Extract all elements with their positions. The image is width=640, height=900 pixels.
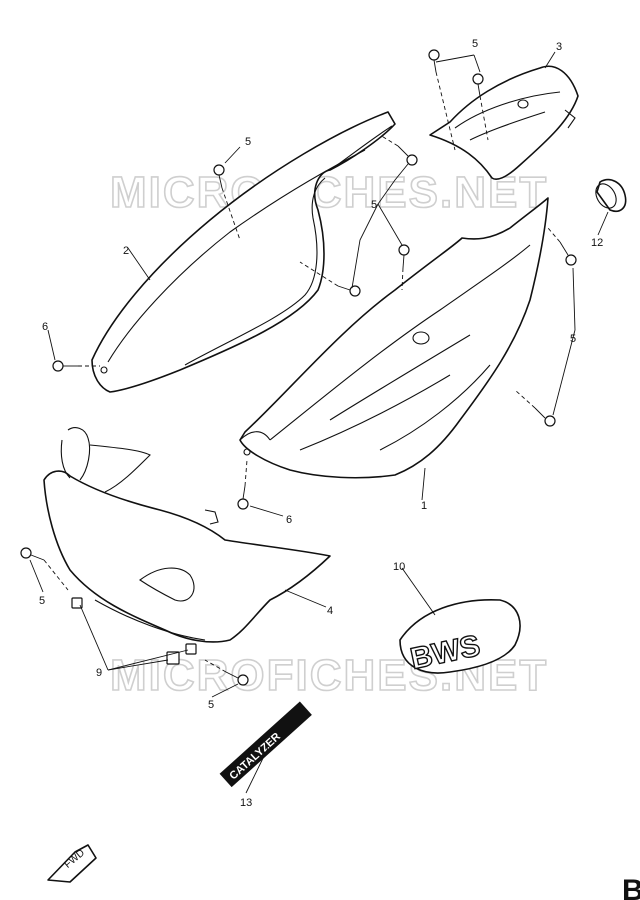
part-9-clips bbox=[71, 597, 197, 665]
callout-6-left: 6 bbox=[42, 321, 48, 333]
callout-3: 3 bbox=[556, 41, 562, 53]
screws bbox=[20, 49, 577, 686]
screw-2c bbox=[337, 285, 361, 297]
callout-5-lower-left: 5 bbox=[39, 595, 45, 607]
corner-letter: B bbox=[622, 874, 640, 900]
screw-2a bbox=[213, 164, 225, 189]
part-12-grommet bbox=[595, 178, 627, 212]
callout-4: 4 bbox=[327, 605, 333, 617]
screw-2b bbox=[397, 145, 418, 166]
callout-13: 13 bbox=[240, 797, 252, 809]
callouts: 1 2 3 4 5 5 5 5 5 5 6 6 9 10 12 13 bbox=[39, 38, 603, 809]
assembly-lines bbox=[43, 71, 561, 673]
fwd-arrow: FWD bbox=[47, 844, 97, 883]
callout-9: 9 bbox=[96, 667, 102, 679]
screw-6b bbox=[237, 485, 249, 510]
part-10-bws-decal: BWS bbox=[399, 599, 521, 677]
callout-12: 12 bbox=[591, 237, 603, 249]
callout-6-center: 6 bbox=[286, 514, 292, 526]
callout-5-center: 5 bbox=[371, 199, 377, 211]
leader-lines bbox=[29, 51, 609, 794]
screw-6a bbox=[52, 360, 78, 372]
screw-4a bbox=[20, 547, 45, 561]
callout-5-right: 5 bbox=[570, 333, 576, 345]
screw-1b bbox=[559, 241, 577, 266]
screw-1c bbox=[534, 407, 556, 427]
screw-3a bbox=[428, 49, 440, 73]
callout-5-panel-left: 5 bbox=[245, 136, 251, 148]
screw-1a bbox=[398, 244, 410, 269]
screw-3b bbox=[472, 73, 484, 97]
callout-2: 2 bbox=[123, 245, 129, 257]
callout-5-lower: 5 bbox=[208, 699, 214, 711]
part-3-tail-cover bbox=[429, 65, 579, 181]
callout-1: 1 bbox=[421, 500, 427, 512]
part-13-catalyzer-decal: CATALYZER bbox=[219, 701, 312, 788]
part-2-left-side-panel bbox=[91, 111, 396, 393]
callout-10: 10 bbox=[393, 561, 405, 573]
part-4-lower-cover bbox=[43, 427, 331, 643]
screw-4b bbox=[225, 671, 249, 686]
watermark-top: MICROFICHES.NET bbox=[110, 168, 548, 217]
callout-5-top: 5 bbox=[472, 38, 478, 50]
